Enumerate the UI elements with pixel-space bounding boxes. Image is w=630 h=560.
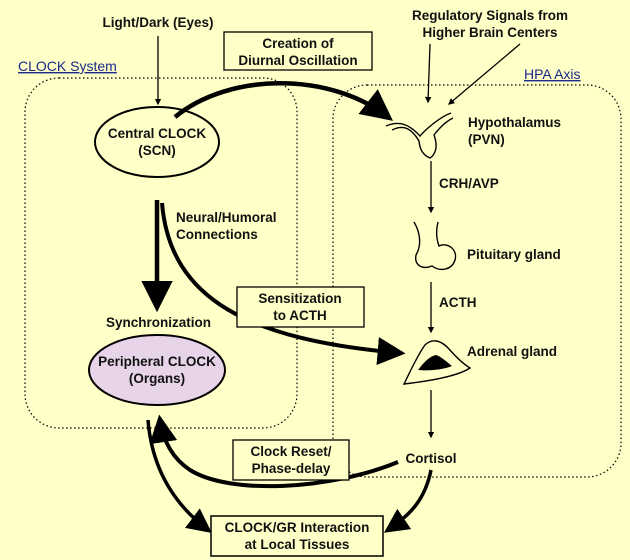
crh-avp-label: CRH/AVP [439,176,499,191]
adrenal-gland-icon [402,340,472,385]
central-clock-label-2: (SCN) [138,143,176,158]
neural-humoral-label-1: Neural/Humoral [176,210,277,225]
clock-reset-box [232,439,350,481]
regulatory-arrow-left [424,43,432,104]
regulatory-signals-label-1: Regulatory Signals from [412,8,568,23]
light-dark-label: Light/Dark (Eyes) [102,15,213,30]
central-clock-node [94,106,220,178]
clock-reset-label-1: Clock Reset/ [250,444,331,459]
central-clock-label-1: Central CLOCK [108,126,207,141]
sensitization-box [236,286,365,328]
diurnal-oscillation-label-1: Creation of [262,36,334,51]
pituitary-icon [413,221,457,271]
peripheral-clock-node [88,334,226,406]
diurnal-oscillation-box [223,31,373,71]
hpa-axis-region [332,84,622,478]
pituitary-label: Pituitary gland [467,247,561,262]
hypothalamus-icon [385,112,454,159]
peripheral-clock-label-1: Peripheral CLOCK [98,354,216,369]
hypothalamus-label-2: (PVN) [468,132,505,147]
regulatory-signals-label-2: Higher Brain Centers [422,25,557,40]
hpa-axis-label: HPA Axis [524,66,581,82]
clock-gr-label-2: at Local Tissues [245,537,350,552]
acth-label: ACTH [439,295,477,310]
hypothalamus-label-1: Hypothalamus [468,115,561,130]
cortisol-to-clockgr-arrow [383,469,433,533]
peripheral-to-clockgr-arrow [146,419,212,533]
sensitization-label-2: to ACTH [273,308,327,323]
scn-to-adrenal-curve [160,202,406,366]
neural-humoral-label-2: Connections [176,227,258,242]
sensitization-label-1: Sensitization [258,291,341,306]
adrenal-label: Adrenal gland [467,344,557,359]
synchronization-label: Synchronization [106,315,211,330]
peripheral-clock-label-2: (Organs) [129,371,185,386]
clock-system-label: CLOCK System [18,58,117,74]
clock-gr-label-1: CLOCK/GR Interaction [225,520,370,535]
scn-to-hypothalamus-arrow [173,81,393,121]
cortisol-label: Cortisol [405,451,456,466]
diurnal-oscillation-label-2: Diurnal Oscillation [238,53,357,68]
clock-gr-box [210,515,384,557]
regulatory-arrow-right [448,43,521,105]
clock-reset-label-2: Phase-delay [252,461,331,476]
adrenal-medulla-icon [418,355,452,371]
